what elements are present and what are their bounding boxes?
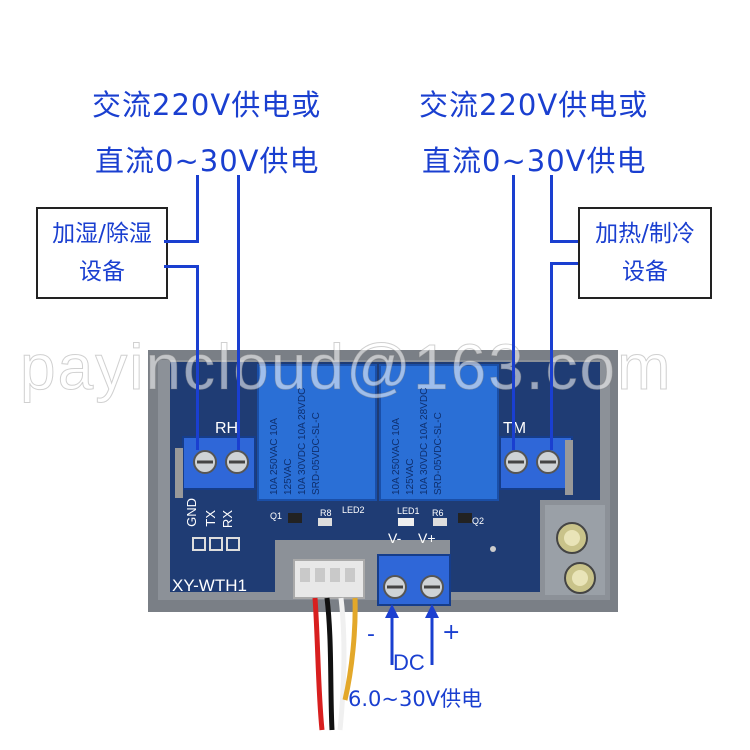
- label-q2: Q2: [472, 516, 485, 526]
- device-right-line2: 设备: [622, 259, 668, 285]
- wire: [237, 175, 240, 450]
- wire: [550, 262, 578, 265]
- device-box-humidity: 加湿/除湿 设备: [36, 207, 168, 299]
- pin-label-tx: TX: [203, 510, 218, 527]
- dc-label: DC: [393, 650, 425, 675]
- wire: [196, 265, 199, 450]
- wire: [550, 262, 553, 450]
- label-v-minus: V-: [388, 530, 402, 546]
- label-r6: R6: [432, 508, 444, 518]
- dc-range-label: 6.0~30V供电: [348, 687, 483, 711]
- pin-label-rx: RX: [220, 510, 235, 529]
- relay-left: [257, 364, 377, 501]
- wire: [550, 175, 553, 243]
- device-right-line1: 加热/制冷: [595, 221, 695, 247]
- label-led2: LED2: [342, 505, 365, 515]
- dc-minus-label: -: [367, 622, 375, 647]
- supply-right-line1: 交流220V供电或: [419, 88, 649, 122]
- supply-left-line2: 直流0~30V供电: [95, 144, 320, 178]
- supply-right-line2: 直流0~30V供电: [422, 144, 647, 178]
- dc-plus-label: +: [442, 620, 461, 645]
- wire: [512, 175, 515, 450]
- supply-left-line1: 交流220V供电或: [92, 88, 322, 122]
- device-box-temperature: 加热/制冷 设备: [578, 207, 712, 299]
- label-r8: R8: [320, 508, 332, 518]
- terminal-label-rh: RH: [215, 420, 239, 437]
- label-q1: Q1: [270, 511, 283, 521]
- wire: [164, 240, 199, 243]
- watermark: payincloud@163.com: [20, 331, 673, 404]
- label-led1: LED1: [397, 506, 420, 516]
- relay-right-print: 10A 250VAC 10A 125VAC 10A 30VDC 10A 28VD…: [391, 387, 444, 495]
- wire: [550, 240, 578, 243]
- relay-right: [379, 364, 499, 501]
- device-left-line2: 设备: [79, 259, 125, 285]
- label-v-plus: V+: [418, 530, 436, 546]
- relay-left-print: 10A 250VAC 10A 125VAC 10A 30VDC 10A 28VD…: [269, 387, 322, 495]
- pin-label-gnd: GND: [184, 498, 199, 527]
- model-label: XY-WTH1: [172, 576, 247, 595]
- device-left-line1: 加湿/除湿: [52, 221, 152, 247]
- wire: [164, 265, 199, 268]
- wire: [196, 175, 199, 243]
